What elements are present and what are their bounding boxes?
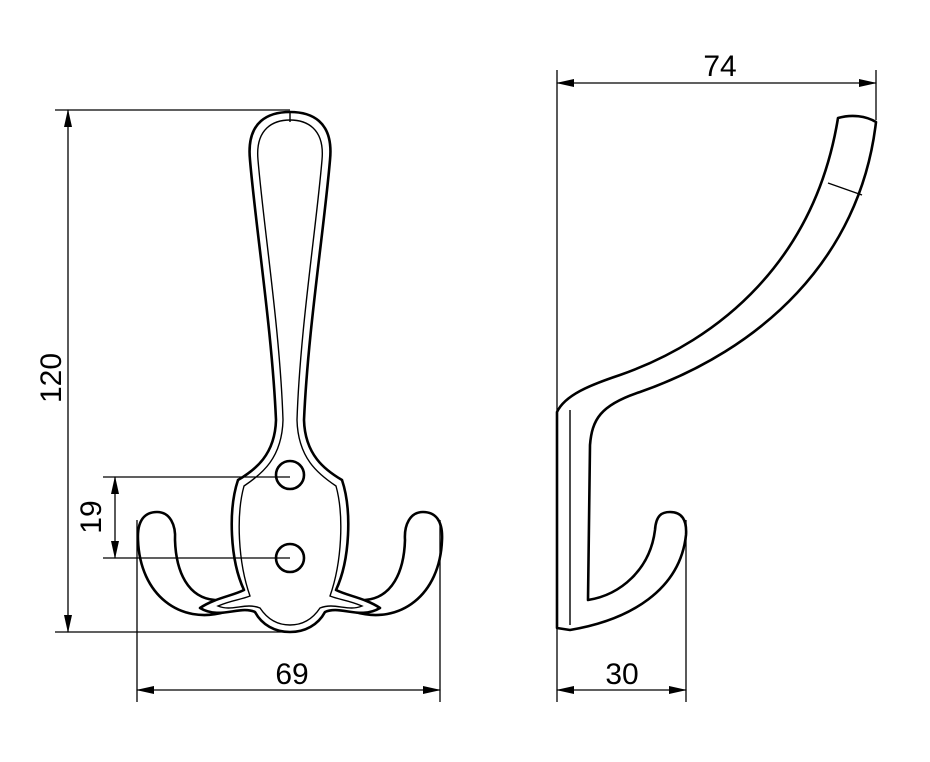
dimension-height-label: 120 bbox=[35, 353, 68, 403]
dimension-width-label: 69 bbox=[275, 658, 308, 691]
hook-side-profile bbox=[555, 114, 878, 632]
hook-body-outline bbox=[198, 110, 382, 634]
dimension-depth-label: 74 bbox=[703, 50, 736, 83]
hook-body-inner-outline bbox=[216, 119, 364, 626]
right-hook-arm bbox=[353, 510, 444, 617]
dimension-hook-projection: 30 bbox=[556, 520, 687, 702]
side-view: 74 30 bbox=[555, 50, 878, 702]
cap-line bbox=[827, 182, 863, 196]
dimension-depth: 74 bbox=[556, 50, 877, 630]
left-hook-arm bbox=[136, 510, 227, 617]
dimension-width: 69 bbox=[136, 520, 441, 702]
dimension-hole-spacing: 19 bbox=[75, 476, 290, 559]
dimension-height: 120 bbox=[35, 109, 290, 633]
dimension-hole-spacing-label: 19 bbox=[75, 500, 108, 533]
front-view: 120 19 69 bbox=[35, 109, 444, 702]
dimension-hook-projection-label: 30 bbox=[605, 658, 638, 691]
mounting-hole-top bbox=[274, 459, 306, 491]
